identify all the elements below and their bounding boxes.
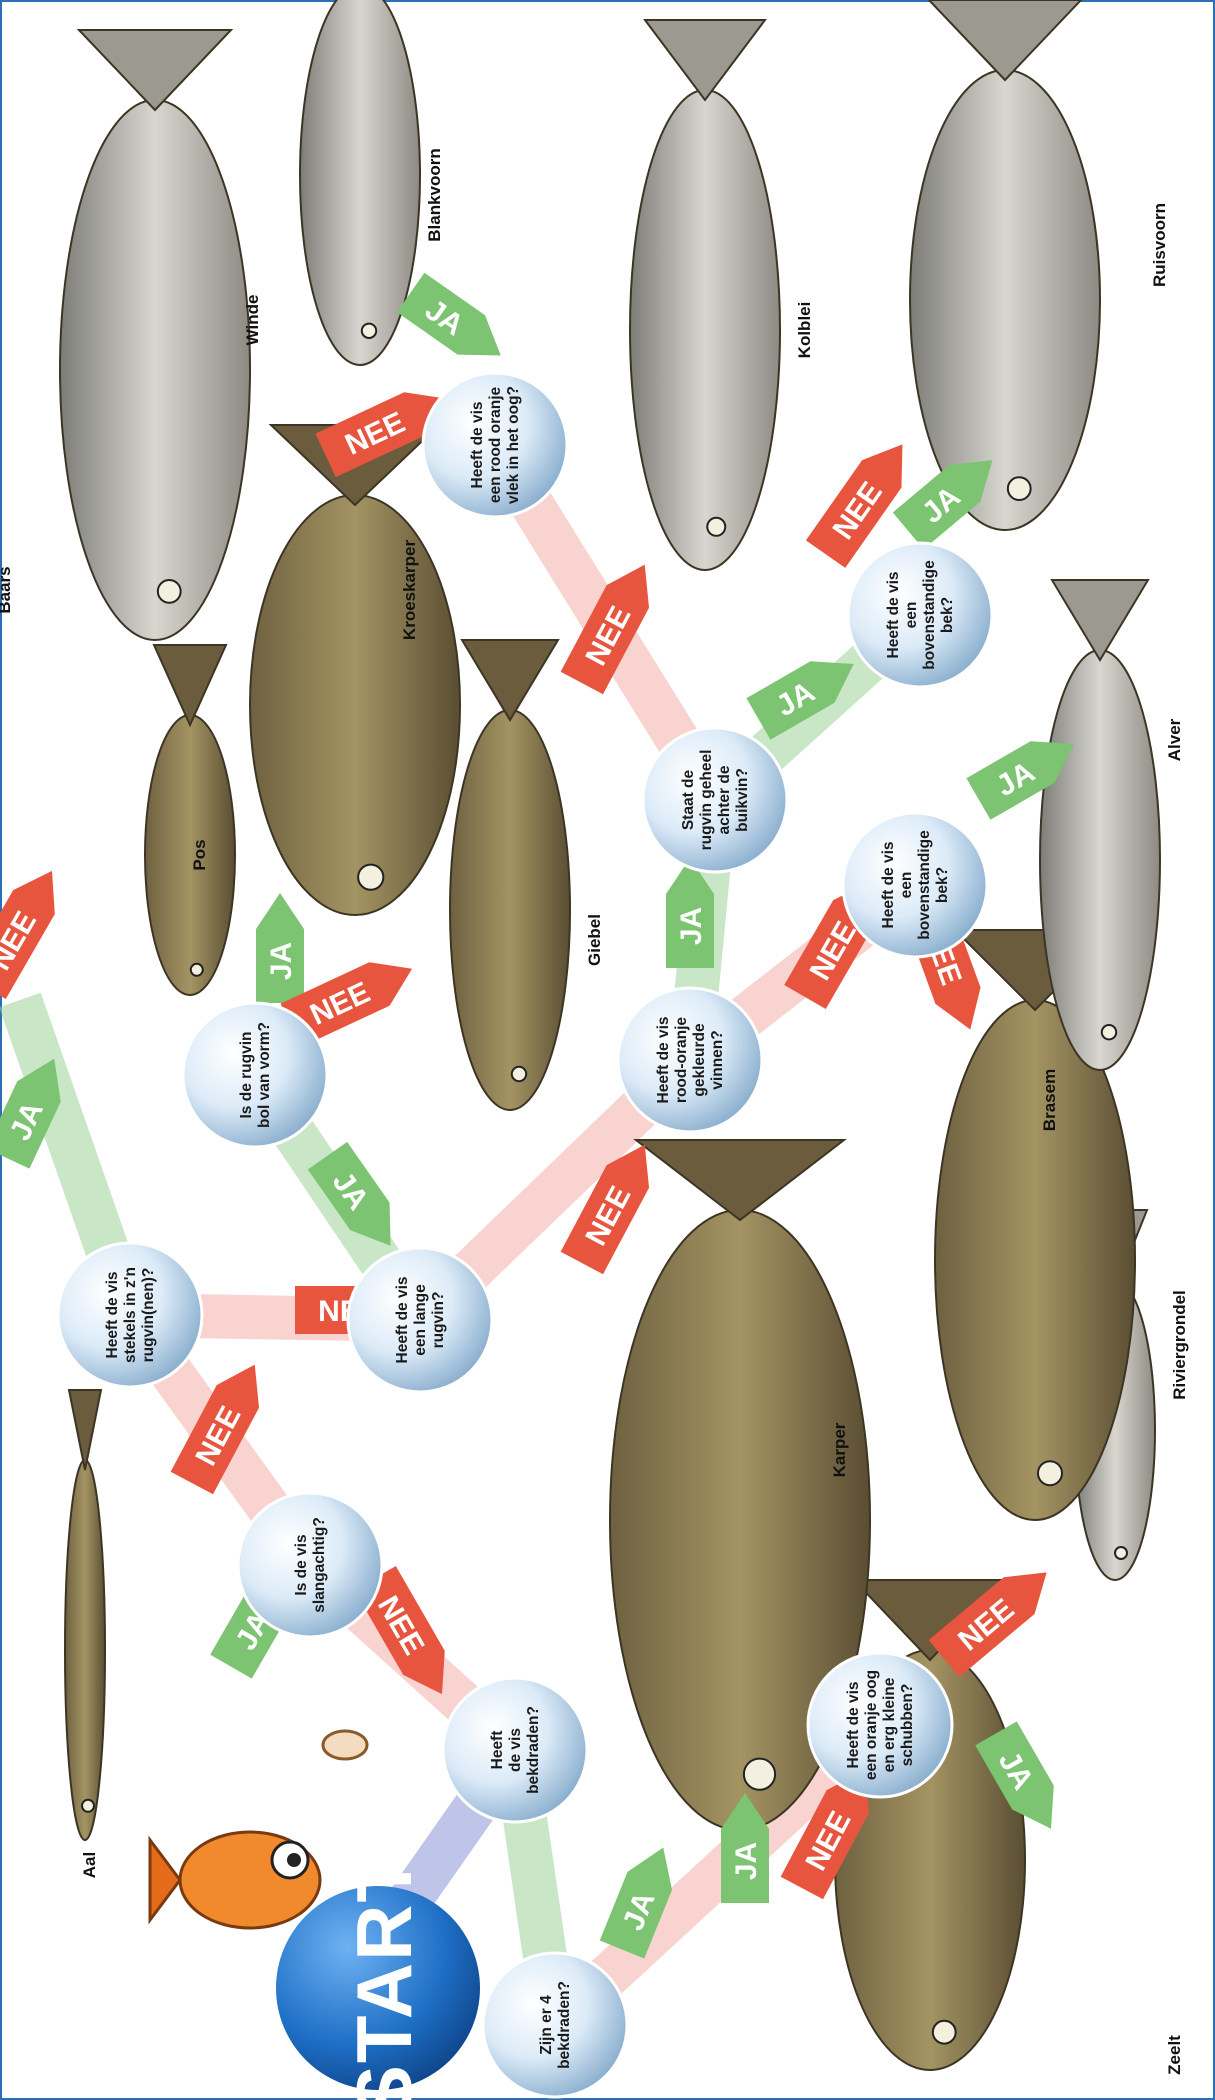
question-node-q8[interactable]: Heeft de visrood-oranjegekleurdevinnen? <box>618 988 762 1132</box>
fish-label-riviergrondel: Riviergrondel <box>1170 1290 1189 1400</box>
fish-image-giebel <box>450 640 570 1110</box>
question-text: Is de rugvinbol van vorm? <box>238 1022 273 1128</box>
fish-image-aal <box>65 1390 105 1840</box>
fish-label-baars: Baars <box>0 566 14 613</box>
question-node-q10[interactable]: Heeft de viseen rood oranjevlek in het o… <box>423 373 567 517</box>
fish-image-pos <box>145 645 235 995</box>
answer-label-yes: JA <box>265 942 298 980</box>
answer-arrow-yes-11: JA <box>256 893 304 1003</box>
question-node-q3[interactable]: Heeft de viseen oranje oogen erg kleines… <box>808 1653 952 1797</box>
fish-label-aal: Aal <box>80 1852 99 1878</box>
question-node-q6[interactable]: Heeft de viseen langerugvin? <box>348 1248 492 1392</box>
fish-label-kroeskarper: Kroeskarper <box>400 540 419 641</box>
answer-label-yes: JA <box>675 907 708 945</box>
fish-image-winde <box>60 30 250 640</box>
fish-image-ruisvoorn <box>910 0 1100 530</box>
fish-label-pos: Pos <box>190 839 209 870</box>
question-text: Heeft de visstekels in z'nrugvin(nen)? <box>104 1267 157 1363</box>
fish-image-kroeskarper <box>250 425 460 915</box>
fish-label-ruisvoorn: Ruisvoorn <box>1150 203 1169 287</box>
fish-label-alver: Alver <box>1165 718 1184 761</box>
fish-image-kolblei <box>630 20 780 570</box>
fish-label-winde: Winde <box>243 295 262 346</box>
question-text: Heeft de viseen oranje oogen erg kleines… <box>845 1670 916 1780</box>
question-node-q4[interactable]: Is de visslangachtig? <box>238 1493 382 1637</box>
fish-label-giebel: Giebel <box>585 914 604 966</box>
fish-image-alver <box>1040 580 1160 1070</box>
answer-label-yes: JA <box>730 1842 763 1880</box>
fish-label-kolblei: Kolblei <box>795 302 814 359</box>
question-node-q11[interactable]: Heeft de viseenbovenstandigebek? <box>848 543 992 687</box>
question-node-q12[interactable]: Heeft de viseenbovenstandigebek? <box>843 813 987 957</box>
answer-arrow-no-24: NEE <box>0 859 73 999</box>
question-node-q5[interactable]: Heeft de visstekels in z'nrugvin(nen)? <box>58 1243 202 1387</box>
fish-label-zeelt: Zeelt <box>1165 2035 1184 2075</box>
question-node-q7[interactable]: Is de rugvinbol van vorm? <box>183 1003 327 1147</box>
question-node-q9[interactable]: Staat derugvin geheelachter debuikvin? <box>643 728 787 872</box>
fish-label-blankvoorn: Blankvoorn <box>425 148 444 242</box>
question-node-q2[interactable]: Zijn er 4bekdraden? <box>483 1953 627 2097</box>
question-node-q1[interactable]: Heeftde visbekdraden? <box>443 1678 587 1822</box>
start-label: START <box>340 1853 428 2100</box>
question-text: Heeft de viseen rood oranjevlek in het o… <box>469 386 522 504</box>
fish-label-brasem: Brasem <box>1040 1069 1059 1131</box>
answer-arrow-yes-22: JA <box>397 273 515 375</box>
fish-label-karper: Karper <box>830 1422 849 1477</box>
